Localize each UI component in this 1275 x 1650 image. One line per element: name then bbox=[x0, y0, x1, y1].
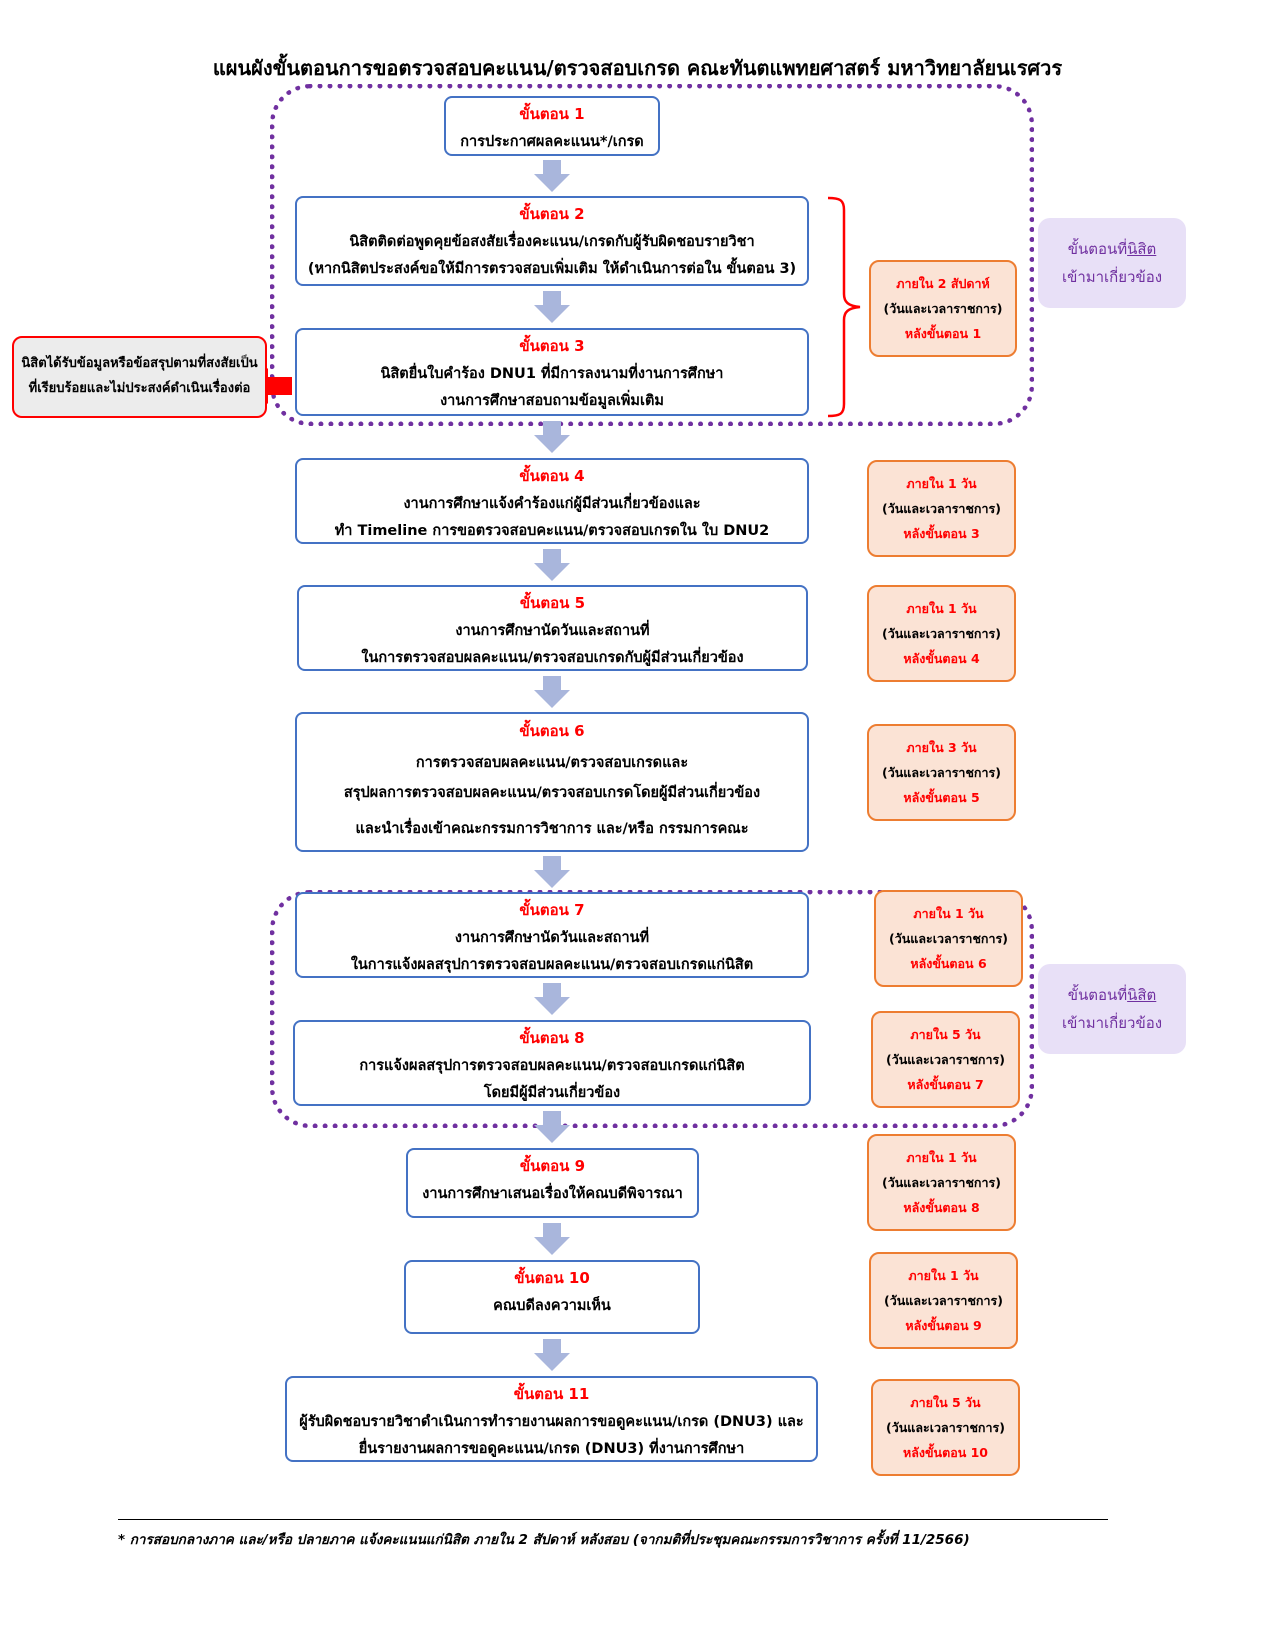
step-label: ขั้นตอน 4 bbox=[519, 467, 585, 485]
time-box: ภายใน 5 วัน (วันและเวลาราชการ) หลังขั้นต… bbox=[871, 1011, 1020, 1108]
down-arrow-icon bbox=[534, 1339, 570, 1371]
step-10-box: ขั้นตอน 10 คณบดีลงความเห็น bbox=[404, 1260, 700, 1334]
step-text: นิสิตยื่นใบคำร้อง DNU1 ที่มีการลงนามที่ง… bbox=[380, 365, 724, 382]
step-text: ทำ Timeline การขอตรวจสอบคะแนน/ตรวจสอบเกร… bbox=[334, 523, 770, 540]
time-box: ภายใน 3 วัน (วันและเวลาราชการ) หลังขั้นต… bbox=[867, 724, 1016, 821]
step-text: ผู้รับผิดชอบรายวิชาดำเนินการทำรายงานผลกา… bbox=[299, 1413, 804, 1430]
time-box: ภายใน 1 วัน (วันและเวลาราชการ) หลังขั้นต… bbox=[869, 1252, 1018, 1349]
step-text: การแจ้งผลสรุปการตรวจสอบผลคะแนน/ตรวจสอบเก… bbox=[359, 1057, 745, 1074]
footnote-divider bbox=[118, 1519, 1108, 1520]
time-box: ภายใน 1 วัน (วันและเวลาราชการ) หลังขั้นต… bbox=[867, 585, 1016, 682]
step-9-box: ขั้นตอน 9 งานการศึกษาเสนอเรื่องให้คณบดีพ… bbox=[406, 1148, 699, 1218]
step-8-box: ขั้นตอน 8 การแจ้งผลสรุปการตรวจสอบผลคะแนน… bbox=[293, 1020, 811, 1106]
step-6-box: ขั้นตอน 6 การตรวจสอบผลคะแนน/ตรวจสอบเกรดแ… bbox=[295, 712, 809, 852]
time-box: ภายใน 1 วัน (วันและเวลาราชการ) หลังขั้นต… bbox=[874, 890, 1023, 987]
student-involved-note: ขั้นตอนที่นิสิต เข้ามาเกี่ยวข้อง bbox=[1038, 218, 1186, 308]
step-7-box: ขั้นตอน 7 งานการศึกษานัดวันและสถานที่ ใน… bbox=[295, 892, 809, 978]
step-text: (หากนิสิตประสงค์ขอให้มีการตรวจสอบเพิ่มเต… bbox=[307, 261, 797, 278]
time-box: ภายใน 1 วัน (วันและเวลาราชการ) หลังขั้นต… bbox=[867, 1134, 1016, 1231]
down-arrow-icon bbox=[534, 983, 570, 1015]
step-label: ขั้นตอน 11 bbox=[513, 1385, 590, 1403]
down-arrow-icon bbox=[534, 676, 570, 708]
exit-note-text: ที่เรียบร้อยและไม่ประสงค์ดำเนินเรื่องต่อ bbox=[28, 381, 251, 396]
step-text: ในการแจ้งผลสรุปการตรวจสอบผลคะแนน/ตรวจสอบ… bbox=[350, 957, 754, 974]
step-4-box: ขั้นตอน 4 งานการศึกษาแจ้งคำร้องแก่ผู้มีส… bbox=[295, 458, 809, 544]
step-text: งานการศึกษาแจ้งคำร้องแก่ผู้มีส่วนเกี่ยวข… bbox=[403, 495, 701, 512]
step-5-box: ขั้นตอน 5 งานการศึกษานัดวันและสถานที่ ใน… bbox=[297, 585, 808, 671]
step-text: สรุปผลการตรวจสอบผลคะแนน/ตรวจสอบเกรดโดยผู… bbox=[343, 784, 761, 801]
step-label: ขั้นตอน 10 bbox=[514, 1269, 590, 1287]
exit-note-box: นิสิตได้รับข้อมูลหรือข้อสรุปตามที่สงสัยเ… bbox=[12, 336, 267, 418]
down-arrow-icon bbox=[534, 549, 570, 581]
step-label: ขั้นตอน 5 bbox=[519, 594, 586, 612]
down-arrow-icon bbox=[534, 421, 570, 453]
step-1-box: ขั้นตอน 1 การประกาศผลคะแนน*/เกรด bbox=[444, 96, 660, 156]
step-2-box: ขั้นตอน 2 นิสิตติดต่อพูดคุยข้อสงสัยเรื่อ… bbox=[295, 196, 809, 286]
time-box: ภายใน 1 วัน (วันและเวลาราชการ) หลังขั้นต… bbox=[867, 460, 1016, 557]
step-label: ขั้นตอน 1 bbox=[519, 105, 585, 123]
step-label: ขั้นตอน 8 bbox=[519, 1029, 585, 1047]
step-text: โดยมีผู้มีส่วนเกี่ยวข้อง bbox=[483, 1085, 621, 1102]
step-label: ขั้นตอน 6 bbox=[519, 722, 585, 740]
down-arrow-icon bbox=[534, 291, 570, 323]
student-involved-note: ขั้นตอนที่นิสิต เข้ามาเกี่ยวข้อง bbox=[1038, 964, 1186, 1054]
footnote: * การสอบกลางภาค และ/หรือ ปลายภาค แจ้งคะแ… bbox=[118, 1532, 970, 1548]
step-text: ยื่นรายงานผลการขอดูคะแนน/เกรด (DNU3) ที่… bbox=[358, 1441, 745, 1458]
step-text: และนำเรื่องเข้าคณะกรรมการวิชาการ และ/หรื… bbox=[355, 821, 749, 838]
down-arrow-icon bbox=[534, 1111, 570, 1143]
down-arrow-icon bbox=[534, 160, 570, 192]
step-text: งานการศึกษาสอบถามข้อมูลเพิ่มเติม bbox=[440, 393, 664, 410]
time-box: ภายใน 5 วัน (วันและเวลาราชการ) หลังขั้นต… bbox=[871, 1379, 1020, 1476]
time-box: ภายใน 2 สัปดาห์ (วันและเวลาราชการ) หลังข… bbox=[869, 260, 1017, 357]
exit-note-text: นิสิตได้รับข้อมูลหรือข้อสรุปตามที่สงสัยเ… bbox=[21, 356, 258, 372]
student-phase-group-1 bbox=[270, 84, 1034, 426]
down-arrow-icon bbox=[534, 1223, 570, 1255]
step-text: การประกาศผลคะแนน*/เกรด bbox=[460, 133, 644, 150]
step-text: คณบดีลงความเห็น bbox=[493, 1297, 611, 1314]
page-title: แผนผังขั้นตอนการขอตรวจสอบคะแนน/ตรวจสอบเก… bbox=[212, 56, 1063, 80]
step-text: การตรวจสอบผลคะแนน/ตรวจสอบเกรดและ bbox=[415, 754, 689, 771]
step-label: ขั้นตอน 2 bbox=[519, 205, 585, 223]
step-text: นิสิตติดต่อพูดคุยข้อสงสัยเรื่องคะแนน/เกร… bbox=[349, 233, 755, 250]
step-text: งานการศึกษานัดวันและสถานที่ bbox=[454, 929, 650, 946]
step-text: งานการศึกษานัดวันและสถานที่ bbox=[455, 622, 650, 639]
step-text: งานการศึกษาเสนอเรื่องให้คณบดีพิจารณา bbox=[422, 1185, 683, 1202]
brace-icon bbox=[827, 196, 861, 418]
step-11-box: ขั้นตอน 11 ผู้รับผิดชอบรายวิชาดำเนินการท… bbox=[285, 1376, 818, 1462]
step-text: ในการตรวจสอบผลคะแนน/ตรวจสอบเกรดกับผู้มีส… bbox=[361, 650, 744, 667]
step-3-box: ขั้นตอน 3 นิสิตยื่นใบคำร้อง DNU1 ที่มีกา… bbox=[295, 328, 809, 416]
step-label: ขั้นตอน 9 bbox=[519, 1157, 586, 1175]
step-label: ขั้นตอน 7 bbox=[519, 901, 585, 919]
down-arrow-icon bbox=[534, 856, 570, 888]
step-label: ขั้นตอน 3 bbox=[519, 337, 585, 355]
